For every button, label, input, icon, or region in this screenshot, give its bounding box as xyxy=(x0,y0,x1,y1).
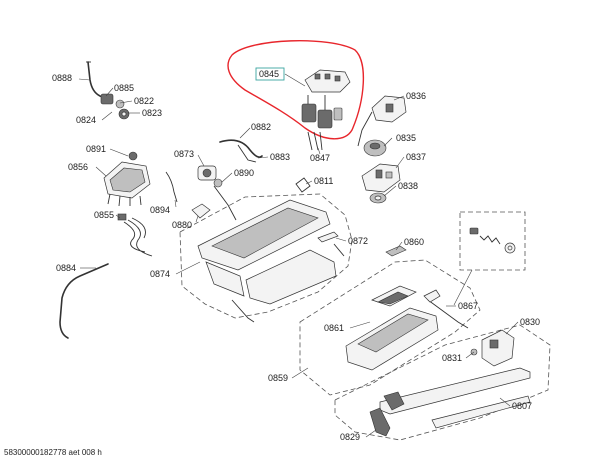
clip-0811-drawing xyxy=(295,177,311,193)
label-0867[interactable]: 0867 xyxy=(458,301,478,311)
label-0855[interactable]: 0855 xyxy=(94,210,114,220)
fitting-group-drawing xyxy=(100,93,130,120)
part-labels: 0888 0885 0822 0823 0824 0845 0836 0882 … xyxy=(52,69,540,442)
label-0885[interactable]: 0885 xyxy=(114,83,134,93)
disc-0838-drawing xyxy=(369,192,387,204)
label-0888[interactable]: 0888 xyxy=(52,73,72,83)
diagram-reference-code: 58300000182778 aet 008 h xyxy=(4,448,102,457)
hose-0888-drawing xyxy=(86,61,106,99)
label-0856[interactable]: 0856 xyxy=(68,162,88,172)
drawer-housing-0874-drawing xyxy=(197,199,337,323)
label-0873[interactable]: 0873 xyxy=(174,149,194,159)
label-0836[interactable]: 0836 xyxy=(406,91,426,101)
label-0822[interactable]: 0822 xyxy=(134,96,154,106)
callout-box-0845 xyxy=(255,67,285,81)
label-0847[interactable]: 0847 xyxy=(310,153,330,163)
part-0860-drawing xyxy=(385,245,407,257)
handle-0829-drawing xyxy=(369,407,391,437)
label-0811[interactable]: 0811 xyxy=(314,176,333,186)
lever-0867-drawing xyxy=(423,289,469,329)
strip-0872-drawing xyxy=(317,231,345,257)
label-0891[interactable]: 0891 xyxy=(86,144,106,154)
label-0880[interactable]: 0880 xyxy=(172,220,192,230)
label-0824[interactable]: 0824 xyxy=(76,115,96,125)
label-0861[interactable]: 0861 xyxy=(324,323,344,333)
label-0859[interactable]: 0859 xyxy=(268,373,288,383)
label-0872[interactable]: 0872 xyxy=(348,236,368,246)
label-0830[interactable]: 0830 xyxy=(520,317,540,327)
valve-0873-drawing xyxy=(197,165,237,221)
label-0838[interactable]: 0838 xyxy=(398,181,418,191)
wiring-0855-drawing xyxy=(117,213,153,257)
label-0823[interactable]: 0823 xyxy=(142,108,162,118)
label-0882[interactable]: 0882 xyxy=(251,122,271,132)
mechanism-0830-drawing xyxy=(470,329,515,367)
label-0884[interactable]: 0884 xyxy=(56,263,76,273)
drawer-housing-outline xyxy=(179,193,353,319)
bracket-0880-drawing xyxy=(191,203,211,219)
highlight-outline xyxy=(227,40,365,140)
probe-0894-drawing xyxy=(165,171,178,203)
valve-block-0845-drawing xyxy=(301,69,351,129)
label-0883[interactable]: 0883 xyxy=(270,152,290,162)
connector-0847-drawing xyxy=(307,131,323,151)
control-board-outline xyxy=(334,324,551,441)
label-0837[interactable]: 0837 xyxy=(406,152,426,162)
label-0845[interactable]: 0845 xyxy=(259,69,279,79)
tube-0884-drawing xyxy=(59,263,109,339)
hose-0882-drawing xyxy=(219,139,263,163)
rail-0807-drawing xyxy=(379,367,531,429)
pump-0835-drawing xyxy=(363,139,387,157)
label-0894[interactable]: 0894 xyxy=(150,205,170,215)
label-0831[interactable]: 0831 xyxy=(442,353,462,363)
label-0890[interactable]: 0890 xyxy=(234,168,254,178)
heater-0856-drawing xyxy=(103,151,151,207)
label-0829[interactable]: 0829 xyxy=(340,432,360,442)
bracket-0837-drawing xyxy=(361,163,401,193)
detergent-drawer-outline xyxy=(299,259,481,396)
label-0835[interactable]: 0835 xyxy=(396,133,416,143)
label-0860[interactable]: 0860 xyxy=(404,237,424,247)
sensor-0836-drawing xyxy=(357,95,407,147)
detergent-drawer-0861-drawing xyxy=(345,285,439,371)
detail-box-outline xyxy=(459,211,526,271)
spring-detail-drawing xyxy=(453,227,516,306)
label-0807[interactable]: 0807 xyxy=(512,401,532,411)
leader-lines xyxy=(78,73,519,438)
label-0874[interactable]: 0874 xyxy=(150,269,170,279)
